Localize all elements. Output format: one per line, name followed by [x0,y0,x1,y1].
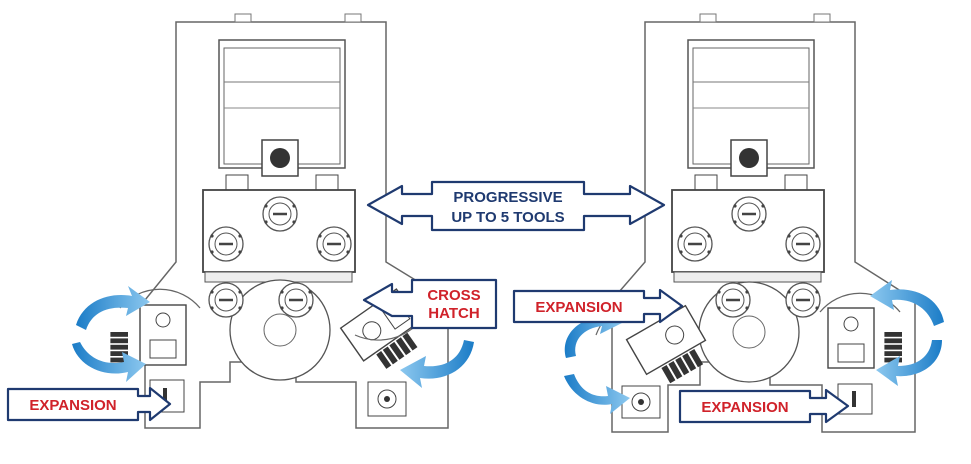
rotation-arrow-icon [870,280,944,326]
rotation-arrow-icon [72,342,146,382]
cross-hatch-callout: CROSS HATCH [362,278,498,330]
expansion-callout-right-top: EXPANSION [512,288,684,324]
expansion-label-right-top: EXPANSION [535,299,622,316]
right-arrow-icon [678,388,850,424]
cross-hatch-label-line1: CROSS [427,287,480,304]
progressive-callout: PROGRESSIVE UP TO 5 TOOLS [366,180,666,232]
expansion-label-right-bottom: EXPANSION [701,399,788,416]
expansion-callout-left: EXPANSION [6,386,172,422]
right-arrow-icon [512,288,684,324]
cross-hatch-label-line2: HATCH [428,305,479,322]
expansion-label-left: EXPANSION [29,397,116,414]
double-arrow-icon [366,180,666,232]
right-machine [595,13,916,433]
progressive-label-line1: PROGRESSIVE [453,189,562,206]
rotation-arrow-icon [76,286,150,330]
right-arrow-icon [6,386,172,422]
left-arrow-icon [362,278,498,330]
expansion-callout-right-bottom: EXPANSION [678,388,850,424]
progressive-label-line2: UP TO 5 TOOLS [451,209,564,226]
rotation-arrow-icon [564,374,630,414]
rotation-arrow-icon [400,340,474,388]
rotation-arrow-icon [876,340,942,386]
